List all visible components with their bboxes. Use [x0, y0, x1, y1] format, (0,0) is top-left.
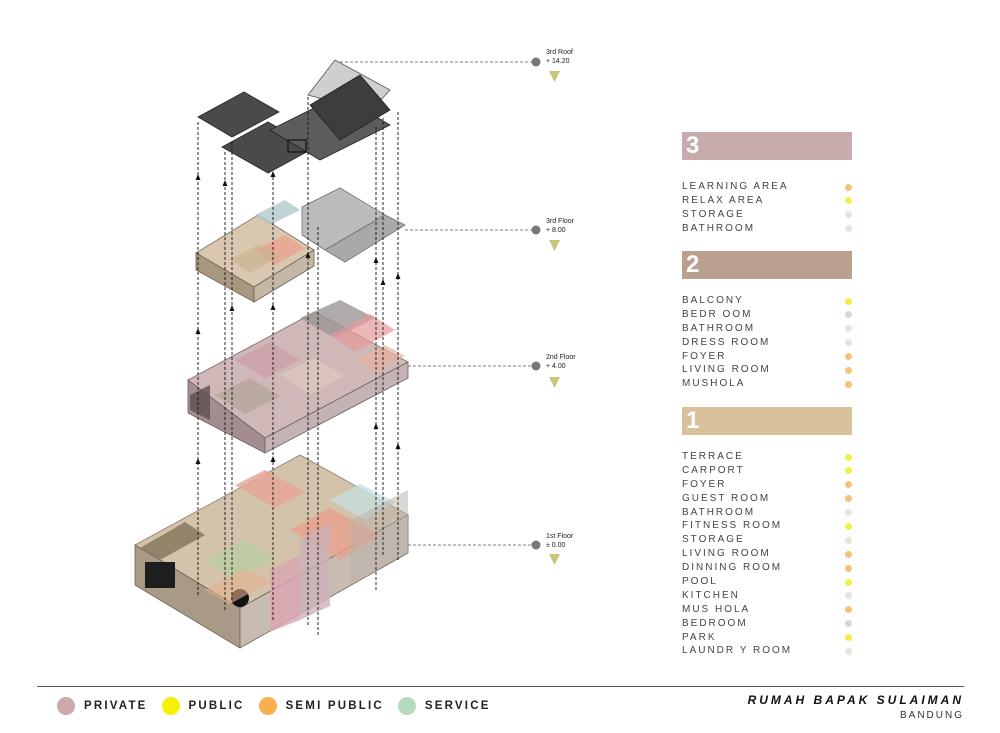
floor-1-header: 1 — [682, 407, 852, 435]
level-name: 2nd Floor — [546, 354, 576, 361]
level-label-roof: 3rd Roof + 14.20 — [546, 48, 573, 66]
roof-model — [197, 59, 391, 174]
zone-dot — [845, 647, 852, 655]
zone-dot — [845, 380, 852, 388]
zone-dot — [845, 183, 852, 191]
room-item: MUS HOLA — [682, 603, 852, 617]
floor-2-model — [187, 300, 409, 454]
level-name: 1st Floor — [546, 533, 574, 540]
floor-3-section: 3 LEARNING AREA RELAX AREA STORAGE BATHR… — [682, 132, 852, 236]
level-name: 3rd Floor — [546, 218, 575, 225]
room-item: RELAX AREA — [682, 194, 852, 208]
zone-legend: PRIVATE PUBLIC SEMI PUBLIC SERVICE — [57, 697, 505, 715]
room-item: KITCHEN — [682, 589, 852, 603]
floor-1-model — [134, 454, 409, 649]
zone-dot — [845, 311, 852, 319]
floor-number: 3 — [686, 132, 700, 159]
projection-arrows — [195, 171, 401, 464]
zone-dot — [845, 481, 852, 489]
room-item: BATHROOM — [682, 506, 852, 520]
zone-dot — [845, 550, 852, 558]
room-item: GUEST ROOM — [682, 492, 852, 506]
level-elevation: + 4.00 — [546, 363, 566, 370]
level-elevation: + 14.20 — [546, 58, 570, 65]
legend-dot — [161, 697, 180, 715]
room-item: BATHROOM — [682, 222, 852, 236]
room-item: FOYER — [682, 478, 852, 492]
room-item: STORAGE — [682, 533, 852, 547]
room-item: BEDR OOM — [682, 308, 852, 322]
legend-item-semi-public: SEMI PUBLIC — [258, 697, 384, 715]
room-item: DRESS ROOM — [682, 336, 852, 350]
legend-dot — [57, 697, 75, 715]
room-item: FITNESS ROOM — [682, 519, 852, 533]
room-item: LAUNDR Y ROOM — [682, 644, 852, 658]
floor-1-section: 1 TERRACE CARPORT FOYER GUEST ROOM BATHR… — [682, 407, 852, 658]
room-item: LEARNING AREA — [682, 180, 852, 194]
zone-dot — [845, 211, 852, 219]
room-item: LIVING ROOM — [682, 363, 852, 377]
projection-lines — [197, 95, 399, 635]
room-item: MUSHOLA — [682, 377, 852, 391]
level-label-1st-floor: 1st Floor ± 0.00 — [546, 532, 573, 550]
room-item: STORAGE — [682, 208, 852, 222]
level-elevation: + 8.00 — [546, 227, 566, 234]
room-item: BEDROOM — [682, 617, 852, 631]
room-item: CARPORT — [682, 464, 852, 478]
legend-dot — [258, 697, 277, 715]
zone-dot — [845, 495, 852, 503]
room-item: LIVING ROOM — [682, 547, 852, 561]
level-label-3rd-floor: 3rd Floor + 8.00 — [546, 217, 574, 235]
zone-dot — [845, 197, 852, 205]
zone-dot — [845, 509, 852, 517]
room-item: PARK — [682, 631, 852, 645]
zone-dot — [845, 467, 852, 475]
level-elevation: ± 0.00 — [546, 542, 566, 549]
zone-dot — [845, 620, 852, 628]
floor-2-section: 2 BALCONY BEDR OOM BATHROOM DRESS ROOM F… — [682, 251, 852, 391]
project-location: BANDUNG — [899, 710, 964, 721]
room-item: TERRACE — [682, 450, 852, 464]
floor-number: 2 — [686, 251, 700, 278]
room-item: BALCONY — [682, 294, 852, 308]
zone-dot — [845, 578, 852, 586]
zone-dot — [845, 366, 852, 374]
zone-dot — [845, 564, 852, 572]
zone-dot — [845, 297, 852, 305]
legend-item-private: PRIVATE — [57, 697, 148, 715]
room-item: DINNING ROOM — [682, 561, 852, 575]
zone-dot — [845, 453, 852, 461]
project-title: RUMAH BAPAK SULAIMAN — [747, 693, 964, 707]
legend-dot — [397, 697, 416, 715]
zone-dot — [845, 606, 852, 614]
zone-dot — [845, 634, 852, 642]
floor-number: 1 — [686, 407, 700, 434]
level-label-2nd-floor: 2nd Floor + 4.00 — [546, 353, 576, 371]
zone-dot — [845, 592, 852, 600]
legend-item-public: PUBLIC — [161, 697, 245, 715]
zone-dot — [845, 339, 852, 347]
zone-dot — [845, 325, 852, 333]
floor-3-header: 3 — [682, 132, 852, 160]
zone-dot — [845, 522, 852, 530]
floor-2-header: 2 — [682, 251, 852, 279]
zone-dot — [845, 536, 852, 544]
zone-dot — [845, 225, 852, 233]
room-item: POOL — [682, 575, 852, 589]
legend-item-service: SERVICE — [397, 697, 491, 715]
room-item: BATHROOM — [682, 322, 852, 336]
floor-3-model — [195, 187, 406, 303]
level-name: 3rd Roof — [546, 49, 573, 56]
room-item: FOYER — [682, 350, 852, 364]
zone-dot — [845, 353, 852, 361]
level-markers — [340, 57, 560, 565]
footer-divider — [37, 686, 964, 687]
